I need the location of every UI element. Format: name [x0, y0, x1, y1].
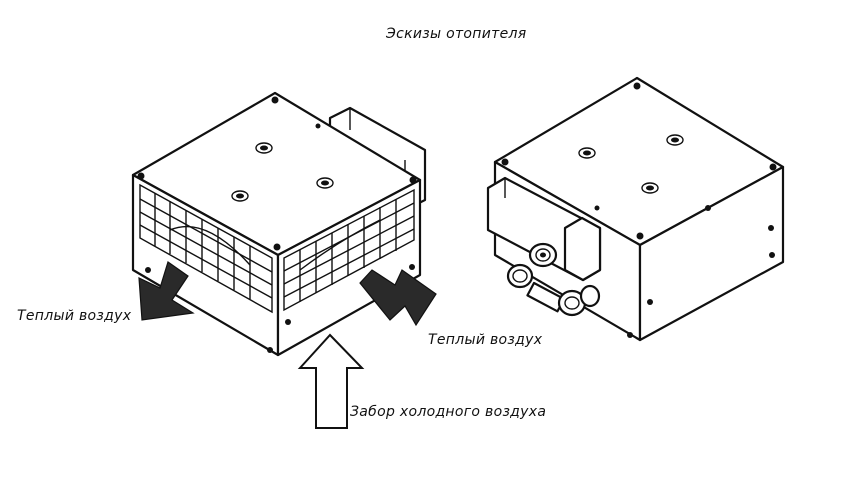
- pipe-connectors: [506, 263, 601, 317]
- left-top-screws: [231, 123, 334, 202]
- warm-air-arrow-left: [138, 261, 195, 321]
- cold-air-arrow: [297, 333, 365, 429]
- control-knob: [528, 242, 558, 268]
- right-front-face: [638, 165, 785, 342]
- left-heater-unit: [131, 91, 437, 429]
- control-box: [486, 176, 602, 282]
- warm-air-label-right: Теплый воздух: [428, 332, 543, 348]
- right-grille: [283, 188, 415, 312]
- left-grille: [139, 183, 273, 314]
- right-top-screws: [578, 134, 684, 194]
- left-rivets: [137, 96, 417, 353]
- warm-air-arrow-right: [359, 269, 437, 327]
- figure-title: Эскизы отопителя: [386, 26, 527, 42]
- right-heater-unit: [486, 76, 785, 342]
- warm-air-label-left: Теплый воздух: [17, 308, 132, 324]
- cold-air-intake-label: Забор холодного воздуха: [350, 404, 547, 420]
- left-front-face: [276, 178, 422, 357]
- right-rivets: [501, 82, 777, 338]
